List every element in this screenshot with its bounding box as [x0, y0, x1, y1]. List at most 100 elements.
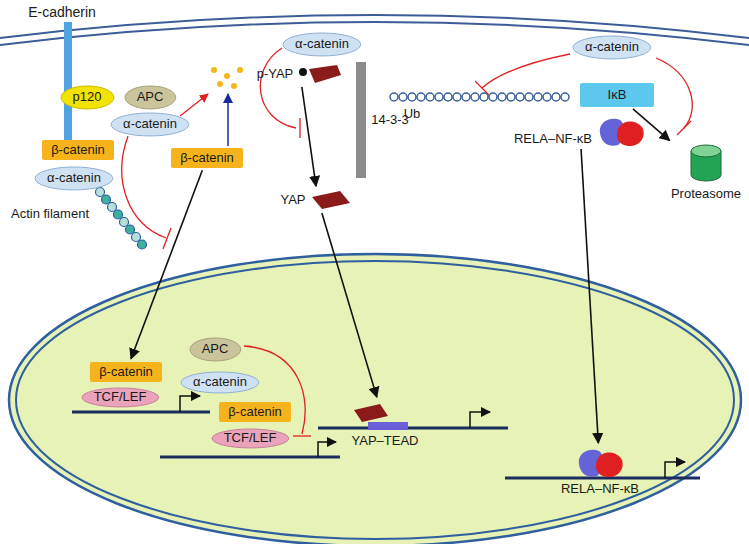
- node-text: β-catenin: [99, 365, 153, 380]
- actin-bead: [132, 233, 141, 242]
- protein-box: β-catenin: [90, 362, 162, 383]
- ubiquitin-bead: [534, 93, 542, 101]
- blobs-icon: [575, 446, 625, 478]
- ubiquitin-bead: [453, 93, 461, 101]
- actin-bead: [114, 210, 123, 219]
- ubiquitin-bead: [543, 93, 551, 101]
- ubiquitin-bead: [417, 93, 425, 101]
- yap-shape: [312, 191, 350, 209]
- node-text: APC: [202, 342, 229, 357]
- actin-bead: [108, 203, 117, 212]
- ubiquitin-bead: [489, 93, 497, 101]
- actin-bead: [126, 225, 135, 234]
- nfkb-blob: [617, 122, 644, 147]
- ellipse-shape: [61, 86, 114, 109]
- dna-strand: [72, 412, 700, 478]
- actin-bead: [102, 195, 111, 204]
- ubiquitin-bead: [426, 93, 434, 101]
- protein-ellipse: α-catenin: [34, 166, 114, 191]
- ubiquitin-bead: [507, 93, 515, 101]
- ubiquitin-bead: [480, 93, 488, 101]
- nfkb-blob: [596, 453, 623, 478]
- arrow-connector: [581, 149, 598, 443]
- node-text: α-catenin: [295, 37, 349, 52]
- 14-3-3-shape: [356, 62, 366, 178]
- node-text: TCF/LEF: [224, 431, 277, 446]
- actin-bead: [138, 240, 147, 249]
- protein-ellipse: TCF/LEF: [81, 387, 160, 408]
- ubiquitin-bead: [561, 93, 569, 101]
- node-text: YAP–TEAD: [352, 434, 419, 449]
- ubiquitin-bead: [498, 93, 506, 101]
- ellipse-shape: [283, 33, 361, 56]
- text-label: E-cadherin: [28, 4, 96, 20]
- ubiquitin-bead: [408, 93, 416, 101]
- proteasome: Proteasome: [671, 143, 741, 202]
- arrow-connector: [302, 87, 316, 186]
- ubiquitin-bead: [525, 93, 533, 101]
- transcription-arrow: [180, 396, 685, 478]
- protein-ellipse: α-catenin: [572, 35, 652, 60]
- promote-arrow: [180, 94, 208, 116]
- protein-box: β-catenin: [219, 402, 291, 423]
- ellipse-shape: [111, 113, 189, 136]
- arrow-connector: [131, 170, 202, 358]
- actin-bead: [120, 218, 129, 227]
- nfkb-complex: RELA–NF-κB: [514, 115, 646, 147]
- protein-box: IκB: [580, 83, 655, 108]
- actin-bead: [96, 188, 105, 197]
- text-label: Actin filament: [11, 207, 89, 222]
- node-text: APC: [137, 90, 164, 105]
- node-text: p120: [73, 90, 102, 105]
- protein-ellipse: APC: [189, 337, 242, 362]
- text-label: Ub: [404, 107, 421, 122]
- node-text: 14-3-3: [371, 113, 409, 128]
- ellipse-shape: [82, 388, 159, 407]
- pyap-icon: [297, 63, 343, 85]
- yap-icon: [310, 189, 356, 211]
- protein-ellipse: p120: [60, 85, 115, 110]
- ellipse-shape: [35, 167, 113, 190]
- tead-box: [368, 422, 408, 430]
- cyl-icon: [689, 143, 723, 183]
- yap-tead-complex: YAP–TEAD: [352, 400, 419, 449]
- bar-icon: [355, 62, 367, 178]
- cylinder-top: [691, 145, 721, 157]
- node-text: α-catenin: [47, 171, 101, 186]
- phosphate-dot: [299, 68, 307, 76]
- e-cadherin-bar: [64, 22, 72, 142]
- protein-box: β-catenin: [42, 140, 114, 161]
- ubiquitin-bead: [516, 93, 524, 101]
- protein-box: β-catenin: [171, 148, 243, 169]
- protein-ellipse: α-catenin: [282, 32, 362, 57]
- node-text: RELA–NF-κB: [561, 482, 639, 497]
- ubiquitin-bead: [552, 93, 560, 101]
- yap-shape: [354, 404, 388, 422]
- yap-shape: [309, 65, 341, 83]
- node-text: β-catenin: [228, 405, 282, 420]
- node-text: α-catenin: [585, 40, 639, 55]
- node-text: IκB: [608, 88, 627, 103]
- nuclear-membrane: [16, 261, 734, 539]
- protein-ellipse: APC: [124, 85, 177, 110]
- protein-ellipse: α-catenin: [180, 371, 260, 394]
- ellipse-shape: [573, 36, 651, 59]
- node-text: α-catenin: [123, 117, 177, 132]
- yap-protein: YAP: [280, 189, 355, 211]
- arrow-connector: [322, 213, 377, 397]
- node-text: TCF/LEF: [94, 390, 147, 405]
- node-text: RELA–NF-κB: [514, 132, 592, 147]
- ubiquitin-bead: [390, 93, 398, 101]
- ubiquitin-bead: [462, 93, 470, 101]
- ellipse-shape: [181, 372, 259, 393]
- 14-3-3-bar: 14-3-3: [355, 62, 409, 178]
- phospho-yap: p-YAP: [257, 63, 344, 85]
- node-text: β-catenin: [180, 151, 234, 166]
- tead-icon: [354, 400, 416, 430]
- nfkb-complex: RELA–NF-κB: [561, 446, 639, 497]
- chains: [96, 93, 570, 249]
- ubiquitin-bead: [435, 93, 443, 101]
